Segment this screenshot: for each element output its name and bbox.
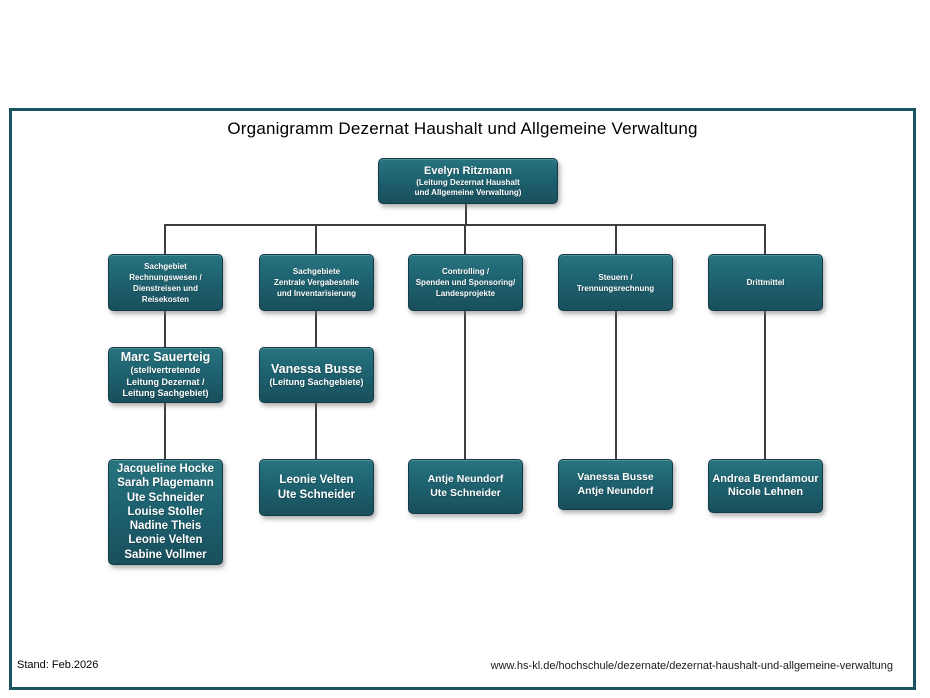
connector-line <box>464 225 466 459</box>
person-name: Marc Sauerteig <box>120 350 211 365</box>
source-url-label: www.hs-kl.de/hochschule/dezernate/dezern… <box>490 660 893 672</box>
page-title: Organigramm Dezernat Haushalt und Allgem… <box>227 119 698 138</box>
connector-line <box>315 225 317 459</box>
person-role: (Leitung Dezernat Haushalt und Allgemein… <box>414 177 522 197</box>
org-box-department: Steuern / Trennungsrechnung <box>558 254 673 311</box>
person-name: Evelyn Ritzmann <box>423 164 513 177</box>
org-box-staff: Vanessa Busse Antje Neundorf <box>558 459 673 510</box>
org-box-department: Drittmittel <box>708 254 823 311</box>
org-box-department: Sachgebiet Rechnungswesen / Dienstreisen… <box>108 254 223 311</box>
org-box-root: Evelyn Ritzmann (Leitung Dezernat Hausha… <box>378 158 558 204</box>
connector-line <box>164 225 166 459</box>
connector-line <box>465 204 467 225</box>
org-box-lead: Marc Sauerteig (stellvertretende Leitung… <box>108 347 223 403</box>
org-box-staff: Antje Neundorf Ute Schneider <box>408 459 523 514</box>
org-box-department: Controlling / Spenden und Sponsoring/ La… <box>408 254 523 311</box>
connector-line <box>615 225 617 459</box>
org-box-lead: Vanessa Busse (Leitung Sachgebiete) <box>259 347 374 403</box>
connector-line <box>764 225 766 459</box>
org-box-staff: Jacqueline Hocke Sarah Plagemann Ute Sch… <box>108 459 223 565</box>
org-box-staff: Andrea Brendamour Nicole Lehnen <box>708 459 823 513</box>
stand-date-label: Stand: Feb.2026 <box>17 659 99 671</box>
org-box-staff: Leonie Velten Ute Schneider <box>259 459 374 516</box>
person-role: (Leitung Sachgebiete) <box>269 376 364 387</box>
org-box-department: Sachgebiete Zentrale Vergabestelle und I… <box>259 254 374 311</box>
person-name: Vanessa Busse <box>270 361 363 376</box>
person-role: (stellvertretende Leitung Dezernat / Lei… <box>122 365 209 399</box>
